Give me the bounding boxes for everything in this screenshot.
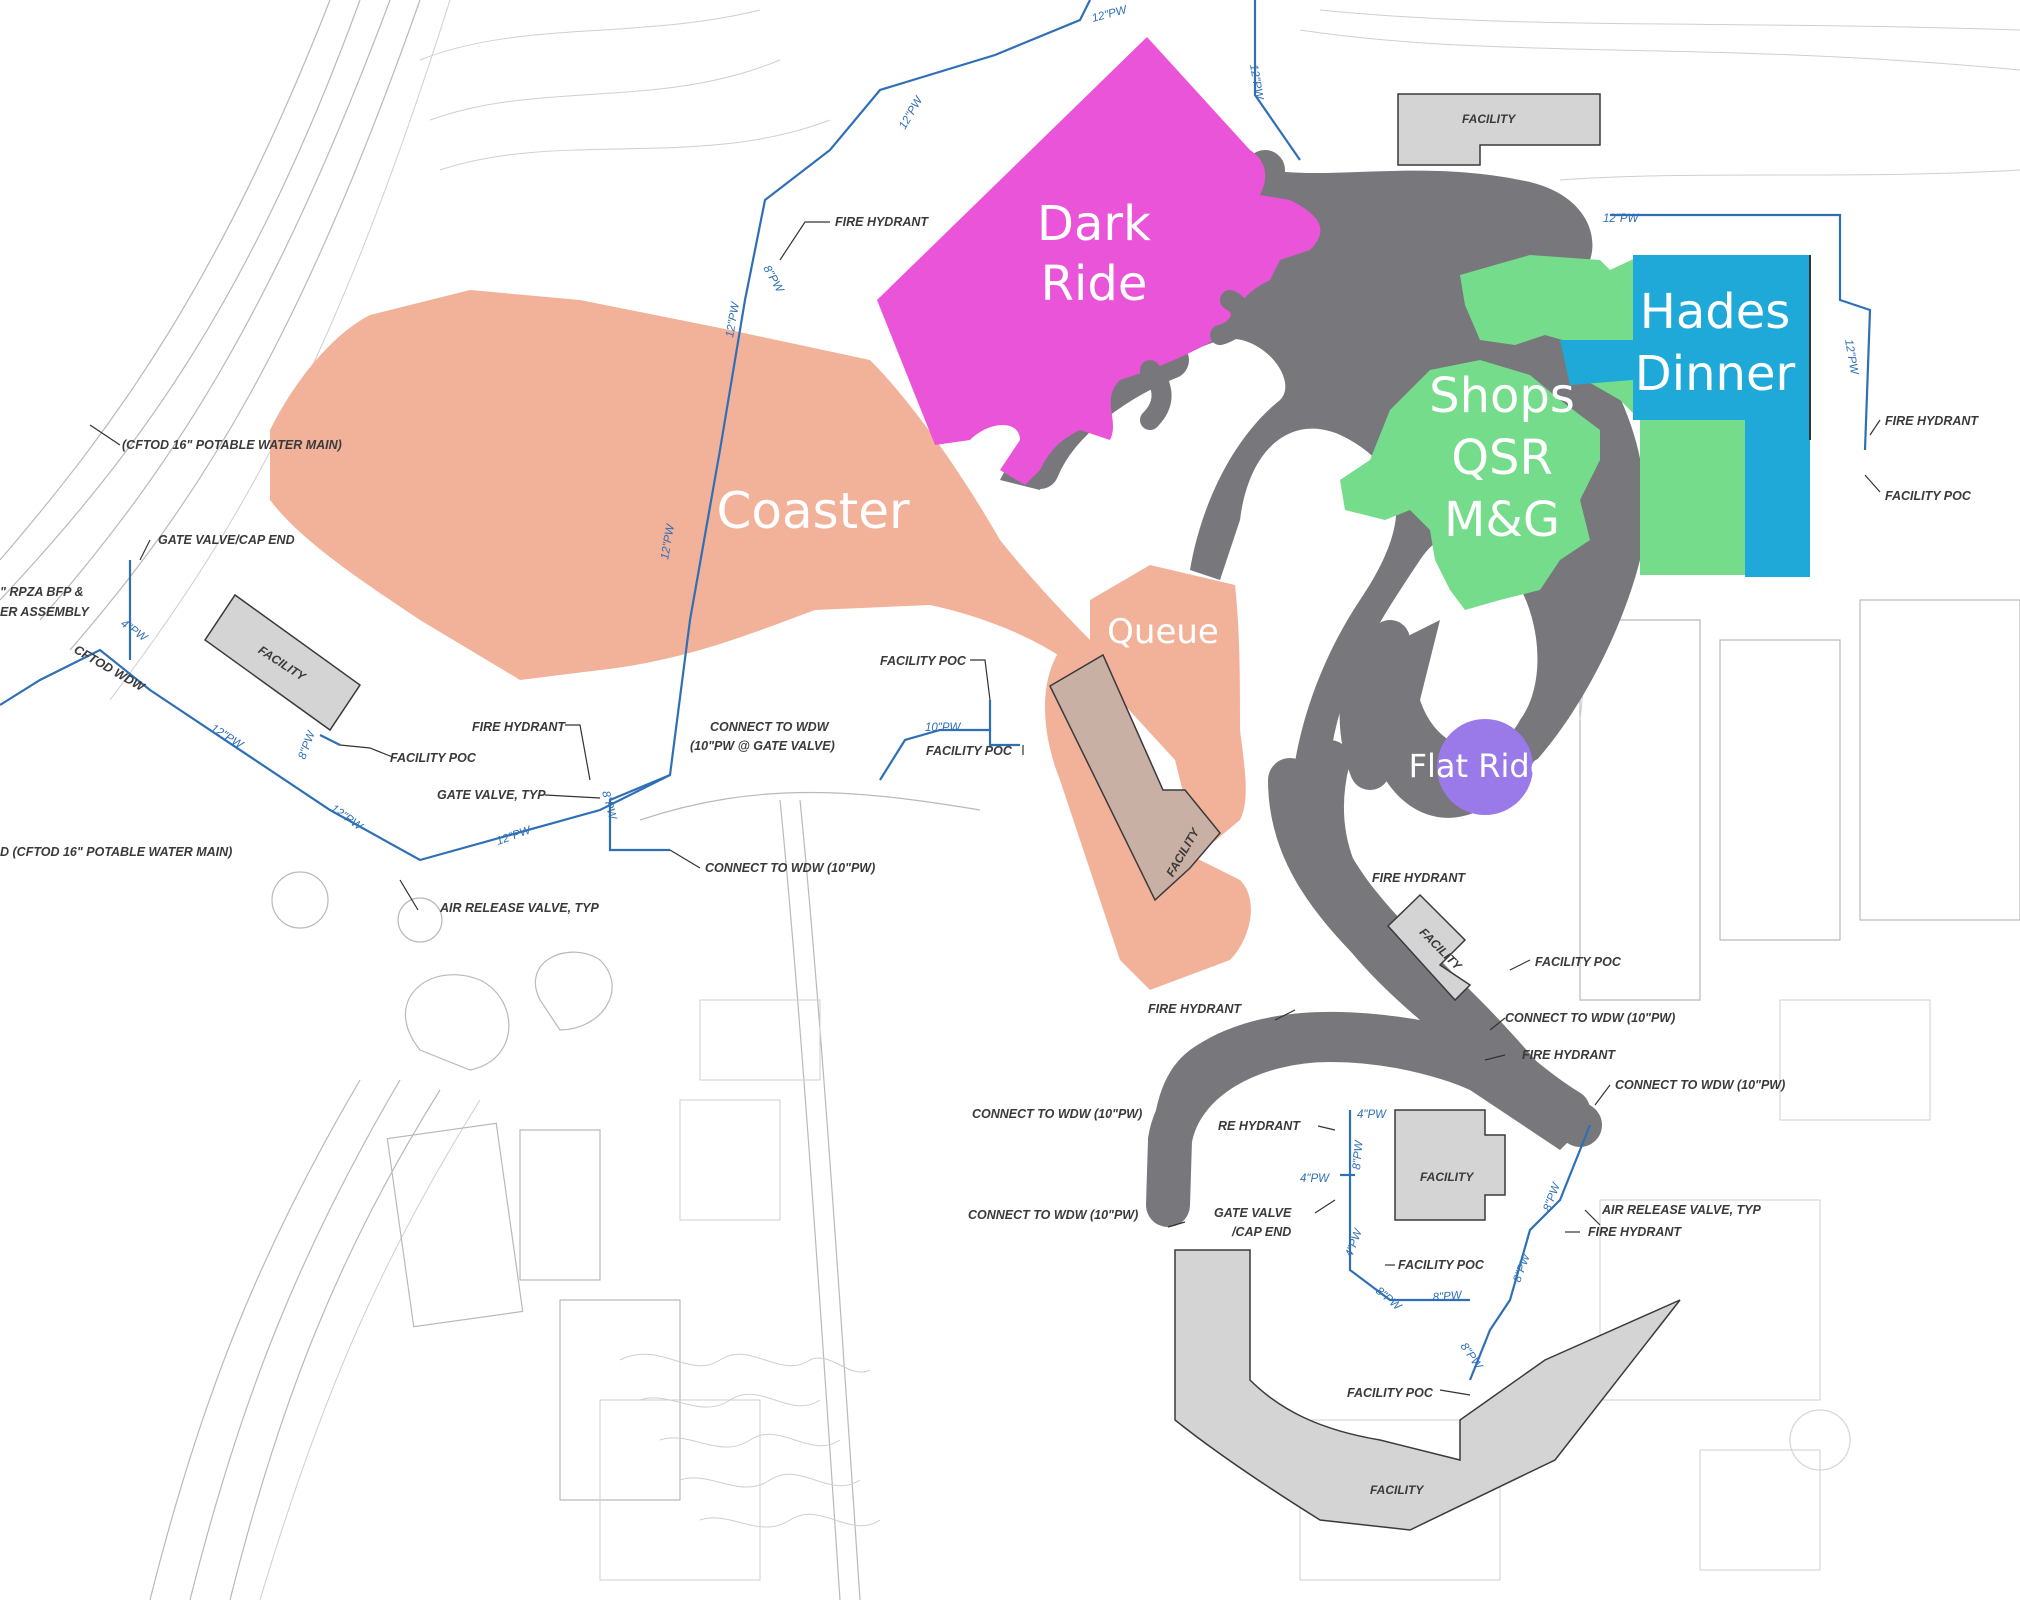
callout-text: FIRE HYDRANT (472, 720, 566, 734)
callout-text: FACILITY POC (926, 744, 1013, 758)
callout-text: FIRE HYDRANT (835, 215, 929, 229)
callout-text: /CAP END (1231, 1225, 1291, 1239)
pipe-label: 8"PW (760, 264, 785, 296)
callout-text: GATE VALVE, TYP (437, 788, 546, 802)
callout-text: (CFTOD 16" POTABLE WATER MAIN) (122, 438, 342, 452)
zone-label-line: Ride (1041, 256, 1148, 312)
facility-queue (1049, 653, 1221, 902)
pipe-label: 12"PW (1247, 63, 1265, 101)
callout-text: CONNECT TO WDW (10"PW) (972, 1107, 1142, 1121)
pipe-label: 4"PW (1357, 1109, 1387, 1121)
pipe-label: 12"PW (1842, 338, 1860, 376)
callout-text: AIR RELEASE VALVE, TYP (439, 901, 599, 915)
callout-text: CONNECT TO WDW (10"PW) (705, 861, 875, 875)
pipe-label: 10"PW (925, 722, 962, 734)
callout-text: CONNECT TO WDW (10"PW) (1505, 1011, 1675, 1025)
callouts: FIRE HYDRANT (CFTOD 16" POTABLE WATER MA… (0, 215, 1979, 1400)
callout-text: RE HYDRANT (1218, 1119, 1301, 1133)
hades-dinner-zone (1560, 255, 1811, 577)
pipe-label: 12"PW (897, 94, 926, 132)
callout-text: FIRE HYDRANT (1372, 871, 1466, 885)
pipe-label: 8"PW (1432, 1289, 1463, 1304)
flat-ride-zone (1437, 719, 1533, 815)
callout-text: " RPZA BFP & (0, 585, 83, 599)
pipe-label: 12"PW (208, 722, 245, 752)
callout-text: FIRE HYDRANT (1148, 1002, 1242, 1016)
zone-label-line: Dark (1037, 196, 1151, 252)
pipe-label: 4"PW (1300, 1173, 1330, 1185)
zone-label-line: M&G (1444, 492, 1560, 548)
dark-ride-zone (877, 37, 1321, 485)
callout-text: FACILITY POC (1398, 1258, 1485, 1272)
callout-text: GATE VALVE (1214, 1206, 1292, 1220)
callout-text: CONNECT TO WDW (10"PW) (1615, 1078, 1785, 1092)
coaster-label: Coaster (716, 482, 910, 540)
leader-lines (89, 221, 1881, 1396)
callout-text: (10"PW @ GATE VALVE) (690, 739, 835, 753)
facility-big (1174, 1249, 1681, 1531)
pipe-label: 12"PW (495, 824, 533, 848)
pipe-label: 12"PW (328, 803, 365, 834)
water-pipes (0, 0, 1872, 1381)
callout-text: CONNECT TO WDW (710, 720, 830, 734)
callout-text: FACILITY POC (1885, 489, 1972, 503)
pipe-label: 12"PW (1603, 213, 1640, 225)
queue-zone (1090, 565, 1246, 845)
pipe-label: 4"PW (118, 618, 150, 645)
facility-lower (1394, 1109, 1506, 1221)
facility-top (1397, 93, 1601, 166)
zone-label-line: QSR (1451, 430, 1553, 486)
pipe-label: 8"PW (599, 790, 618, 822)
callout-text: FIRE HYDRANT (1885, 414, 1979, 428)
callout-text: FACILITY POC (390, 751, 477, 765)
callout-text: AIR RELEASE VALVE, TYP (1601, 1203, 1761, 1217)
zone-label-line: Hades (1640, 284, 1791, 340)
pipe-label: 8"PW (1373, 1285, 1404, 1314)
facility-left (203, 593, 362, 732)
callout-text: FACILITY POC (880, 654, 967, 668)
facility-label: FACILITY (1370, 1483, 1424, 1497)
pipe-label: 12"PW (1091, 4, 1129, 25)
callout-text: CONNECT TO WDW (10"PW) (968, 1208, 1138, 1222)
callout-text: FACILITY POC (1535, 955, 1622, 969)
zone-label-line: Shops (1429, 368, 1575, 424)
zone-label-line: Dinner (1635, 346, 1796, 402)
pipe-label: 8"PW (1351, 1139, 1366, 1170)
facility-label: FACILITY (1420, 1170, 1474, 1184)
pipe-label: 8"PW (1542, 1181, 1564, 1213)
callout-text: CFTOD WDW (72, 642, 148, 694)
callout-text: D (CFTOD 16" POTABLE WATER MAIN) (0, 845, 232, 859)
facility-label: FACILITY (1462, 112, 1516, 126)
pipe-label: 8"PW (1458, 1341, 1485, 1373)
facilities: FACILITY FACILITY FACILITY FACILITY FACI… (203, 93, 1681, 1531)
callout-text: ER ASSEMBLY (0, 605, 91, 619)
callout-text: FACILITY POC (1347, 1386, 1434, 1400)
callout-text: FIRE HYDRANT (1522, 1048, 1616, 1062)
pipe-label: 4"PW (1344, 1227, 1366, 1259)
facility-mid (1386, 893, 1472, 1002)
pipe-label: 8"PW (1512, 1252, 1534, 1284)
callout-text: GATE VALVE/CAP END (158, 533, 295, 547)
flat-ride-label: Flat Ride (1409, 747, 1550, 785)
pipe-label: 8"PW (297, 729, 319, 761)
callout-text: FIRE HYDRANT (1588, 1225, 1682, 1239)
queue-label: Queue (1107, 612, 1219, 652)
